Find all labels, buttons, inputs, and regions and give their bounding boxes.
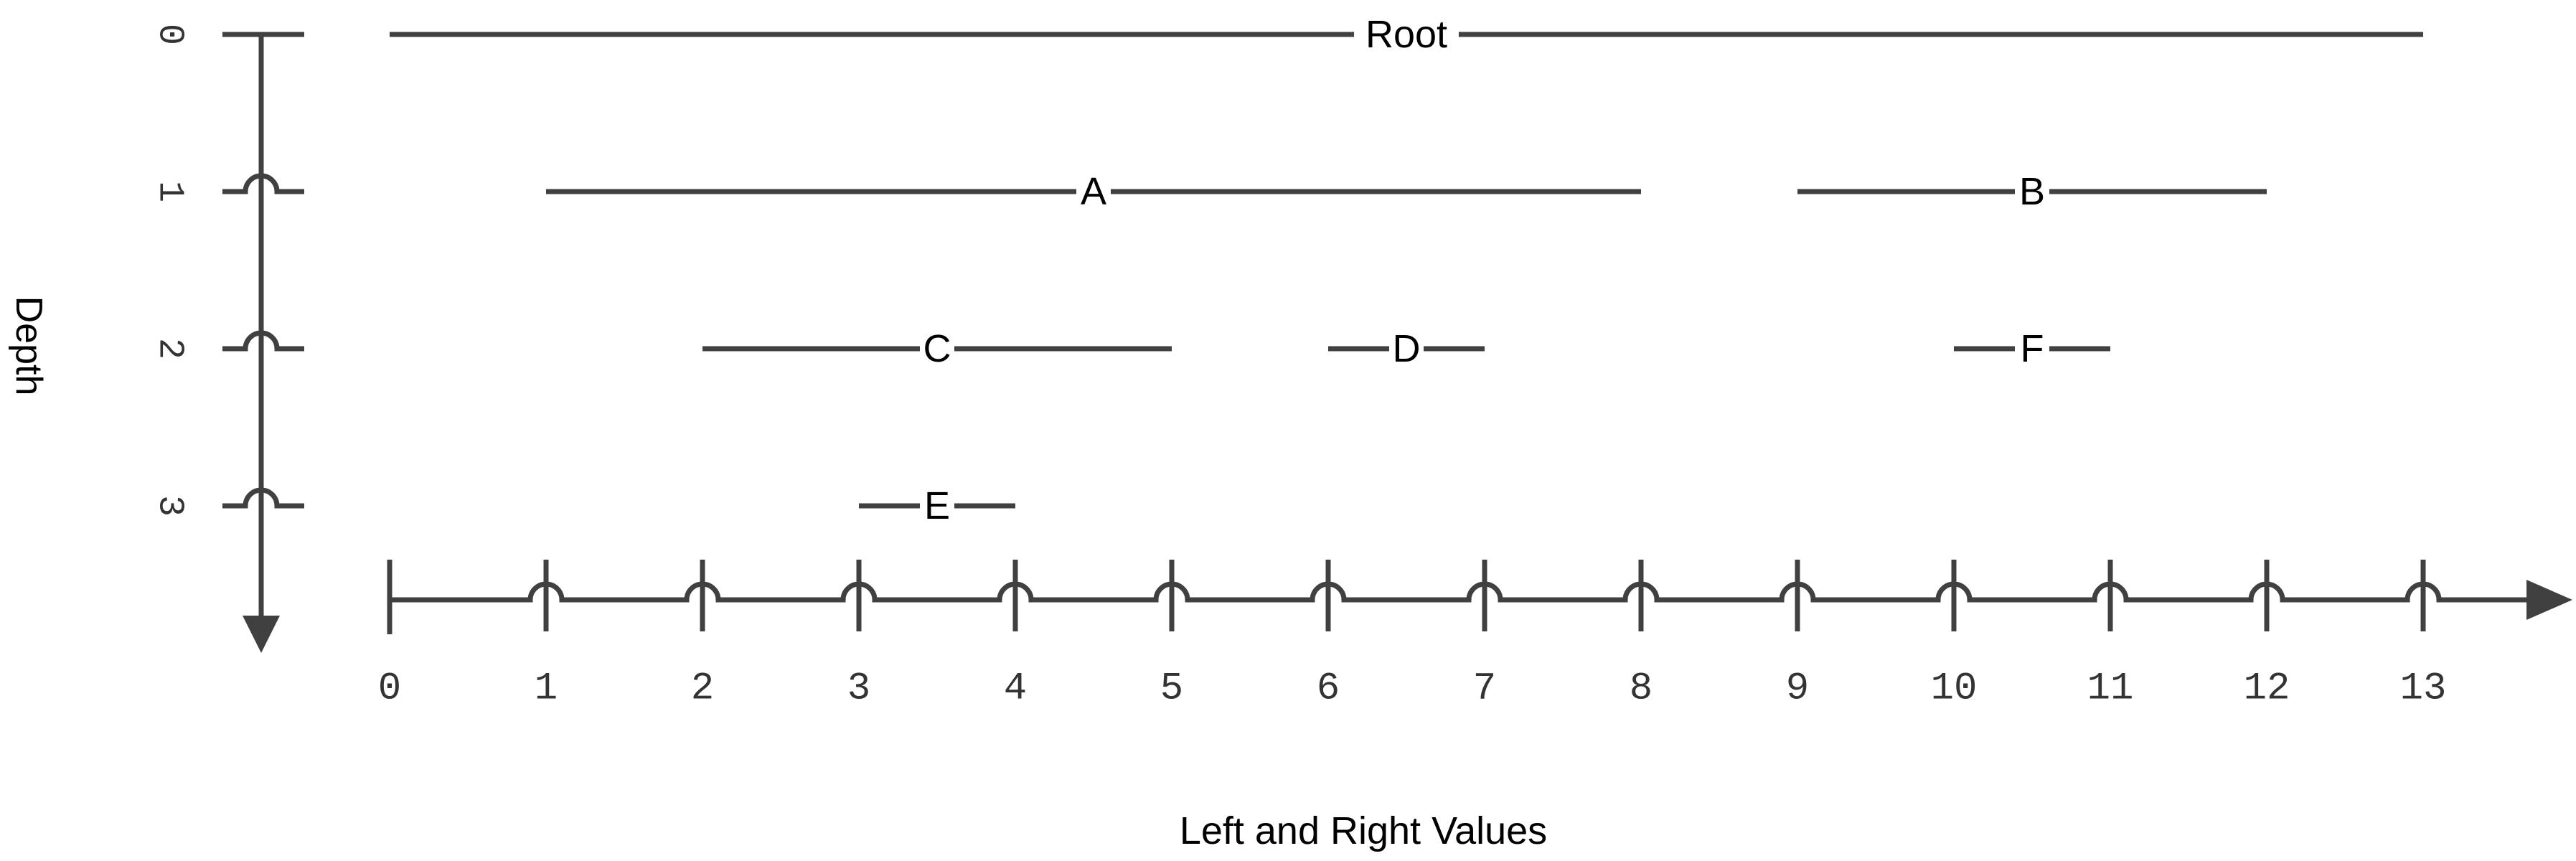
- value-tick: 6: [1317, 560, 1340, 711]
- x-axis-title: Left and Right Values: [1180, 809, 1547, 852]
- interval-label: D: [1393, 327, 1421, 370]
- depth-axis: 0 1 2 3: [149, 24, 304, 653]
- value-tick: 10: [1931, 560, 1978, 711]
- value-tick-label: 0: [378, 667, 401, 711]
- value-tick-label: 12: [2244, 667, 2290, 711]
- value-tick-label: 3: [847, 667, 870, 711]
- interval-d: D: [1328, 327, 1485, 370]
- depth-axis-arrowhead: [243, 616, 280, 653]
- value-tick: 9: [1786, 560, 1809, 711]
- depth-tick: 3: [149, 487, 304, 517]
- value-tick-label: 2: [691, 667, 714, 711]
- depth-tick-label: 0: [149, 24, 190, 45]
- interval-c: C: [702, 327, 1172, 370]
- value-tick: 7: [1473, 560, 1496, 711]
- y-axis-title: Depth: [8, 296, 50, 396]
- value-tick: 5: [1160, 560, 1183, 711]
- depth-tick-mark: [222, 173, 304, 194]
- value-tick-label: 6: [1317, 667, 1340, 711]
- value-tick-label: 10: [1931, 667, 1978, 711]
- interval-f: F: [1954, 327, 2110, 370]
- interval-label: E: [924, 484, 950, 527]
- value-tick: 13: [2400, 560, 2447, 711]
- interval-label: C: [923, 327, 951, 370]
- value-tick: 3: [847, 560, 870, 711]
- value-tick-label: 8: [1630, 667, 1653, 711]
- value-axis-arrowhead: [2526, 580, 2572, 620]
- value-tick: 8: [1630, 560, 1653, 711]
- interval-label: A: [1081, 170, 1106, 213]
- value-tick-label: 11: [2087, 667, 2134, 711]
- depth-tick-mark: [222, 330, 304, 352]
- depth-tick-label: 3: [149, 495, 190, 517]
- value-tick: 2: [691, 560, 714, 711]
- value-axis-line: [390, 581, 2529, 603]
- interval-e: E: [859, 484, 1015, 527]
- interval-label: B: [2019, 170, 2045, 213]
- value-tick: 12: [2244, 560, 2290, 711]
- value-tick: 11: [2087, 560, 2134, 711]
- value-tick-label: 9: [1786, 667, 1809, 711]
- value-tick: 1: [535, 560, 558, 711]
- value-tick: 0: [378, 560, 401, 711]
- value-tick: 4: [1004, 560, 1027, 711]
- value-tick-label: 1: [535, 667, 558, 711]
- depth-tick: 1: [149, 173, 304, 202]
- value-tick-label: 4: [1004, 667, 1027, 711]
- depth-tick-label: 1: [149, 181, 190, 202]
- value-tick-label: 5: [1160, 667, 1183, 711]
- interval-root: Root: [390, 13, 2423, 56]
- depth-tick-mark: [222, 487, 304, 509]
- value-tick-label: 7: [1473, 667, 1496, 711]
- interval-a: A: [546, 170, 1641, 213]
- interval-label: Root: [1365, 13, 1447, 56]
- interval-b: B: [1797, 170, 2267, 213]
- depth-tick: 2: [149, 330, 304, 359]
- value-tick-label: 13: [2400, 667, 2447, 711]
- interval-label: F: [2021, 327, 2044, 370]
- depth-tick: 0: [149, 24, 304, 45]
- depth-tick-label: 2: [149, 338, 190, 359]
